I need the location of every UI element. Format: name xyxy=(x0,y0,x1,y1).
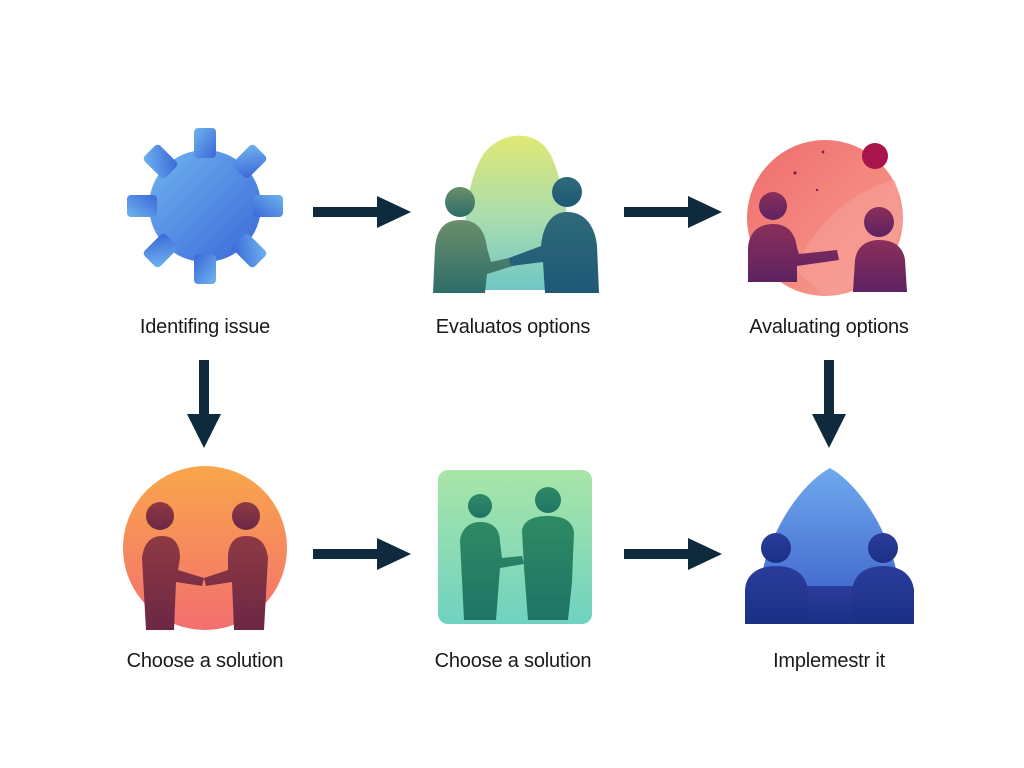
gear-icon xyxy=(127,128,283,284)
arrow-right-4 xyxy=(624,538,722,570)
step-label-avaluate: Avaluating options xyxy=(749,316,909,338)
two-people-square-icon xyxy=(438,470,592,624)
team-dome-icon xyxy=(745,468,914,624)
step-label-evaluate: Evaluatos options xyxy=(435,316,591,338)
arrow-right-3 xyxy=(313,538,411,570)
step-label-choose-1: Choose a solution xyxy=(126,650,284,672)
discussion-people-icon xyxy=(747,140,907,296)
arrow-right-2 xyxy=(624,196,722,228)
arrow-down-1 xyxy=(187,360,221,448)
step-label-identify: Identifing issue xyxy=(139,316,271,338)
handshake-people-icon xyxy=(433,135,599,293)
arrow-right-1 xyxy=(313,196,411,228)
step-label-implement: Implemestr it xyxy=(773,650,885,672)
arrow-down-2 xyxy=(812,360,846,448)
step-label-choose-2: Choose a solution xyxy=(434,650,592,672)
handshake-circle-icon xyxy=(123,466,287,630)
